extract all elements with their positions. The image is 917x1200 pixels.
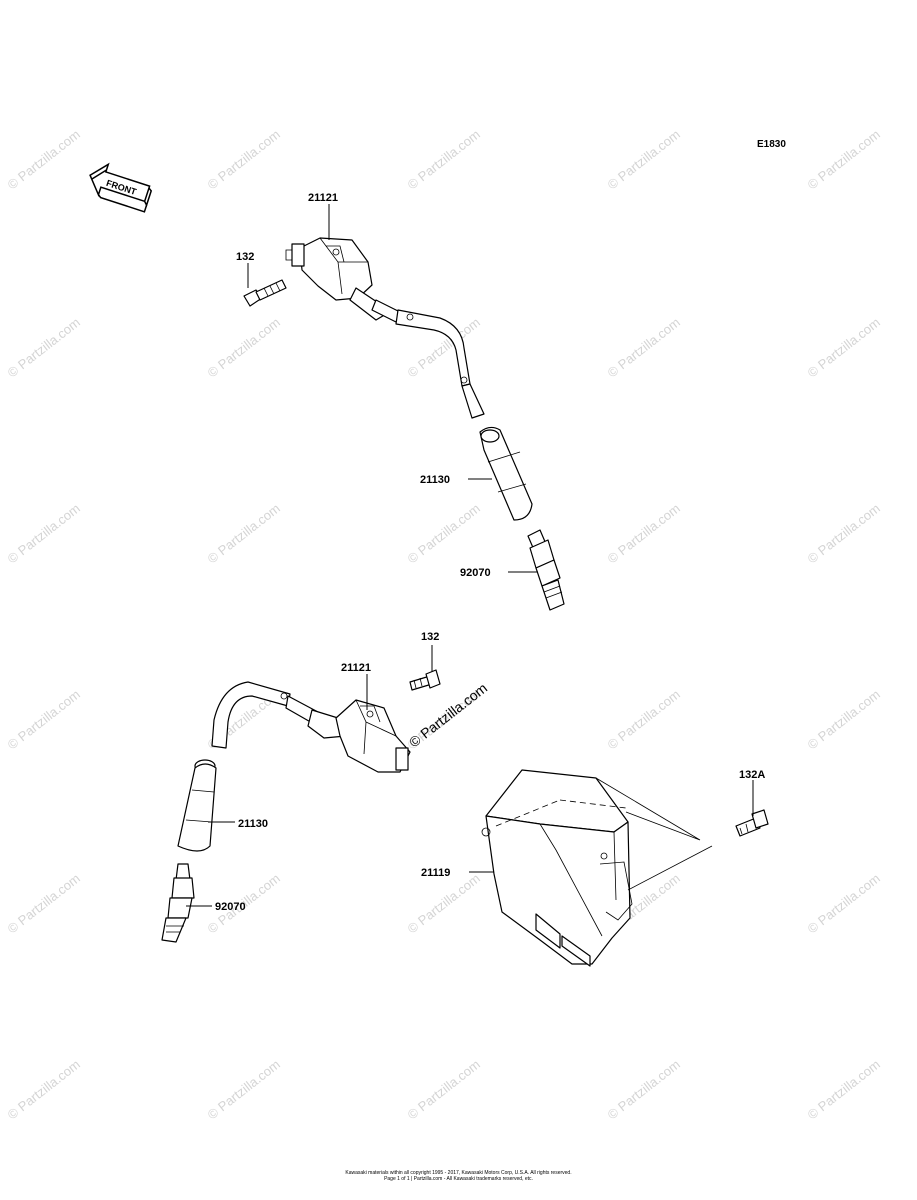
watermark-text: © Partzilla.com xyxy=(205,127,283,193)
callout-132-lower: 132 xyxy=(421,631,439,643)
callout-92070-lower: 92070 xyxy=(215,901,246,913)
watermark-text: © Partzilla.com xyxy=(5,315,83,381)
watermark-text: © Partzilla.com xyxy=(805,871,883,937)
igniter-unit xyxy=(481,769,713,967)
watermark-text: © Partzilla.com xyxy=(5,871,83,937)
watermark-text: © Partzilla.com xyxy=(405,127,483,193)
watermark-text: © Partzilla.com xyxy=(805,1057,883,1123)
watermark-text: © Partzilla.com xyxy=(405,501,483,567)
spark-plug-upper xyxy=(527,529,565,611)
copyright-line-1: Kawasaki materials within all copyright … xyxy=(345,1170,572,1176)
watermark-grid: © Partzilla.com © Partzilla.com © Partzill… xyxy=(5,127,883,1123)
callout-132-upper: 132 xyxy=(236,251,254,263)
bolt-igniter xyxy=(735,809,769,837)
callout-92070-upper: 92070 xyxy=(460,567,491,579)
watermark-text: © Partzilla.com xyxy=(805,127,883,193)
watermark-text: © Partzilla.com xyxy=(605,315,683,381)
callout-21121-upper: 21121 xyxy=(308,192,338,204)
diagram-code: E1830 xyxy=(757,139,786,150)
callout-21130-upper: 21130 xyxy=(420,474,450,486)
watermark-text: © Partzilla.com xyxy=(5,687,83,753)
watermark-text: © Partzilla.com xyxy=(5,501,83,567)
watermark-text: © Partzilla.com xyxy=(5,1057,83,1123)
copyright-line-2: Page 1 of 1 | Partzilla.com - All Kawasa… xyxy=(384,1176,533,1182)
leader-lines xyxy=(186,204,754,907)
watermark-text: © Partzilla.com xyxy=(405,1057,483,1123)
watermark-text: © Partzilla.com xyxy=(405,871,483,937)
bolt-lower xyxy=(409,669,441,691)
callout-21130-lower: 21130 xyxy=(238,818,268,830)
callout-21121-lower: 21121 xyxy=(341,662,371,674)
ignition-coil-lower xyxy=(211,681,411,773)
watermark-text: © Partzilla.com xyxy=(605,687,683,753)
watermark-text: © Partzilla.com xyxy=(205,501,283,567)
watermark-text: © Partzilla.com xyxy=(805,315,883,381)
watermark-text: © Partzilla.com xyxy=(5,127,83,193)
callout-132A: 132A xyxy=(739,769,765,781)
watermark-text: © Partzilla.com xyxy=(605,127,683,193)
watermark-text: © Partzilla.com xyxy=(805,687,883,753)
ignition-coil-upper xyxy=(285,237,485,419)
plug-cap-lower xyxy=(177,759,217,852)
watermark-text: © Partzilla.com xyxy=(205,315,283,381)
callout-21119: 21119 xyxy=(421,867,450,879)
watermark-text: © Partzilla.com xyxy=(605,1057,683,1123)
callout-labels: 21121 132 21130 92070 132 21121 21130 92… xyxy=(215,192,765,913)
watermark-text: © Partzilla.com xyxy=(805,501,883,567)
center-watermark: © Partzilla.com xyxy=(406,680,490,751)
front-arrow-icon: FRONT xyxy=(89,162,153,213)
plug-cap-upper xyxy=(479,426,533,521)
bolt-upper xyxy=(243,279,287,307)
watermark-text: © Partzilla.com xyxy=(605,501,683,567)
spark-plug-lower xyxy=(161,863,195,943)
watermark-text: © Partzilla.com xyxy=(205,1057,283,1123)
